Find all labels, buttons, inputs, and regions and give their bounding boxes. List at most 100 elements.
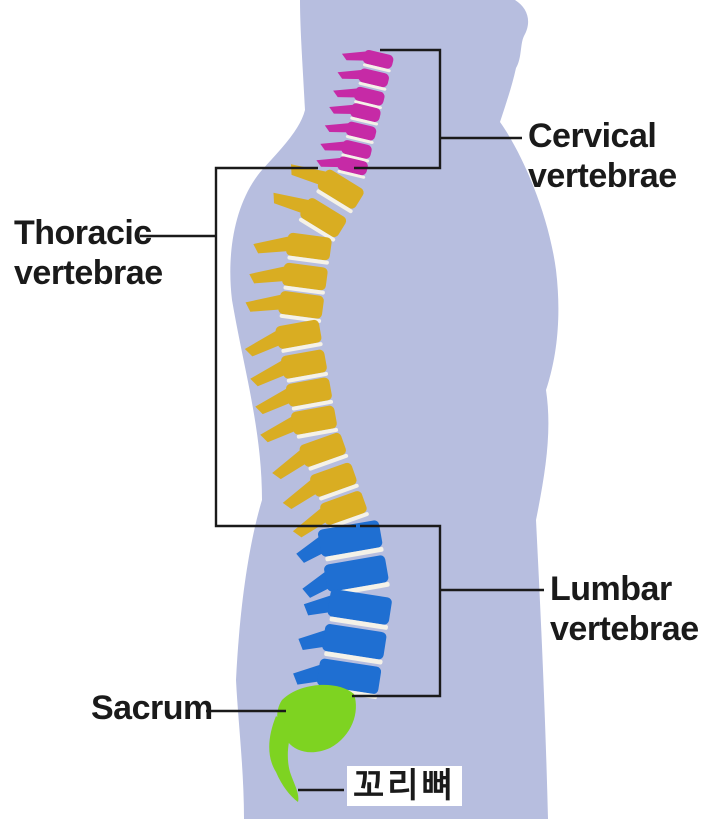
thoracic-vertebra: [249, 262, 328, 295]
thoracic-disc: [298, 217, 336, 242]
cervical-disc: [362, 63, 391, 73]
thoracic-vertebral-body: [281, 349, 327, 379]
cervical-vertebra: [316, 156, 368, 179]
thoracic-vertebra: [272, 432, 349, 480]
thoracic-vertebra: [290, 164, 364, 214]
thoracic-vertebral-body: [278, 291, 324, 319]
lumbar-disc: [324, 651, 383, 665]
thoracic-vertebral-body: [286, 377, 332, 407]
thoracic-spinous-process: [255, 385, 295, 415]
thoracic-disc: [286, 371, 329, 383]
lumbar-vertebral-body: [322, 624, 387, 660]
thoracic-vertebral-body: [320, 491, 367, 525]
cervical-vertebra: [333, 86, 385, 110]
cervical-spinous-process: [341, 51, 370, 61]
cervical-disc: [354, 100, 382, 110]
cervical-spinous-process: [337, 69, 365, 80]
lumbar-disc: [325, 547, 384, 562]
thoracic-vertebra: [244, 319, 323, 357]
thoracic-vertebrae: [244, 164, 369, 538]
thoracic-spinous-process: [272, 445, 311, 480]
cervical-disc: [341, 153, 370, 163]
thoracic-vertebral-body: [282, 262, 328, 291]
thoracic-spinous-process: [253, 235, 295, 254]
cervical-vertebrae: [316, 49, 394, 179]
thoracic-disc: [316, 189, 353, 214]
cervical-vertebral-body: [354, 86, 385, 106]
cervical-disc: [358, 81, 387, 91]
coccyx-label: 꼬리뼈: [347, 766, 462, 806]
thoracic-vertebra: [292, 491, 369, 538]
cervical-spinous-process: [324, 122, 353, 133]
lumbar-label-line2: vertebrae: [550, 610, 699, 648]
cervical-vertebra: [320, 140, 372, 163]
lumbar-vertebral-body: [317, 658, 382, 694]
cervical-spinous-process: [316, 157, 344, 168]
coccyx-label-text: 꼬리뼈: [353, 767, 456, 805]
thoracic-vertebra: [273, 192, 347, 242]
thoracic-disc: [329, 512, 369, 529]
cervical-spinous-process: [329, 104, 357, 114]
cervical-spinous-process: [320, 141, 348, 151]
lumbar-vertebra: [303, 589, 392, 630]
thoracic-vertebral-body: [275, 319, 322, 349]
lumbar-vertebral-body: [318, 520, 383, 557]
thoracic-vertebra: [250, 349, 329, 387]
lumbar-disc: [329, 616, 388, 630]
thoracic-disc: [287, 255, 329, 265]
cervical-vertebra: [341, 49, 394, 73]
cervical-label-line1: Cervical: [528, 117, 657, 155]
thoracic-vertebral-body: [286, 232, 332, 261]
sacrum-bone: [269, 684, 356, 802]
thoracic-vertebra: [253, 232, 332, 265]
thoracic-vertebra: [260, 405, 339, 443]
cervical-vertebral-body: [337, 156, 368, 176]
cervical-vertebral-body: [345, 121, 377, 141]
cervical-label-line2: vertebrae: [528, 157, 677, 195]
cervical-disc: [350, 116, 379, 126]
cervical-vertebral-body: [362, 49, 394, 69]
thoracic-vertebral-body: [317, 169, 364, 209]
region-brackets: [140, 48, 544, 792]
lumbar-vertebrae: [293, 520, 392, 700]
thoracic-spinous-process: [245, 293, 288, 312]
cervical-disc: [337, 169, 366, 179]
lumbar-bracket: [352, 524, 442, 698]
coccyx-shape: [269, 716, 299, 802]
cervical-spinous-process: [333, 88, 361, 98]
thoracic-spinous-process: [282, 475, 321, 510]
thoracic-vertebra: [255, 377, 334, 415]
lumbar-vertebra: [296, 520, 384, 563]
thoracic-label: Thoracic vertebrae: [14, 213, 163, 293]
thoracic-spinous-process: [292, 504, 332, 538]
thoracic-vertebral-body: [291, 405, 337, 435]
thoracic-spinous-process: [250, 357, 290, 387]
thoracic-label-line1: Thoracic: [14, 214, 152, 252]
lumbar-label-line1: Lumbar: [550, 570, 672, 608]
sacrum-label-text: Sacrum: [91, 689, 213, 727]
thoracic-spinous-process: [260, 413, 300, 443]
thoracic-disc: [319, 483, 359, 501]
thoracic-disc: [281, 342, 323, 353]
sacrum-shape: [277, 684, 356, 753]
cervical-disc: [345, 135, 374, 144]
cervical-vertebra: [329, 103, 381, 126]
thoracic-vertebra: [245, 291, 324, 323]
thoracic-bracket: [214, 166, 356, 528]
thoracic-disc: [283, 285, 325, 295]
cervical-vertebral-body: [358, 68, 389, 88]
thoracic-vertebral-body: [299, 432, 346, 467]
cervical-vertebral-body: [350, 103, 381, 123]
lumbar-label: Lumbar vertebrae: [550, 569, 699, 649]
thoracic-label-line2: vertebrae: [14, 254, 163, 292]
thoracic-spinous-process: [244, 327, 285, 357]
cervical-label: Cervical vertebrae: [528, 116, 677, 196]
thoracic-vertebral-body: [310, 462, 357, 497]
cervical-bracket: [354, 48, 442, 170]
thoracic-disc: [296, 427, 339, 439]
sacrum-label: Sacrum: [91, 688, 213, 728]
cervical-vertebra: [324, 121, 377, 144]
thoracic-vertebral-body: [300, 198, 347, 238]
thoracic-vertebra: [282, 462, 359, 510]
